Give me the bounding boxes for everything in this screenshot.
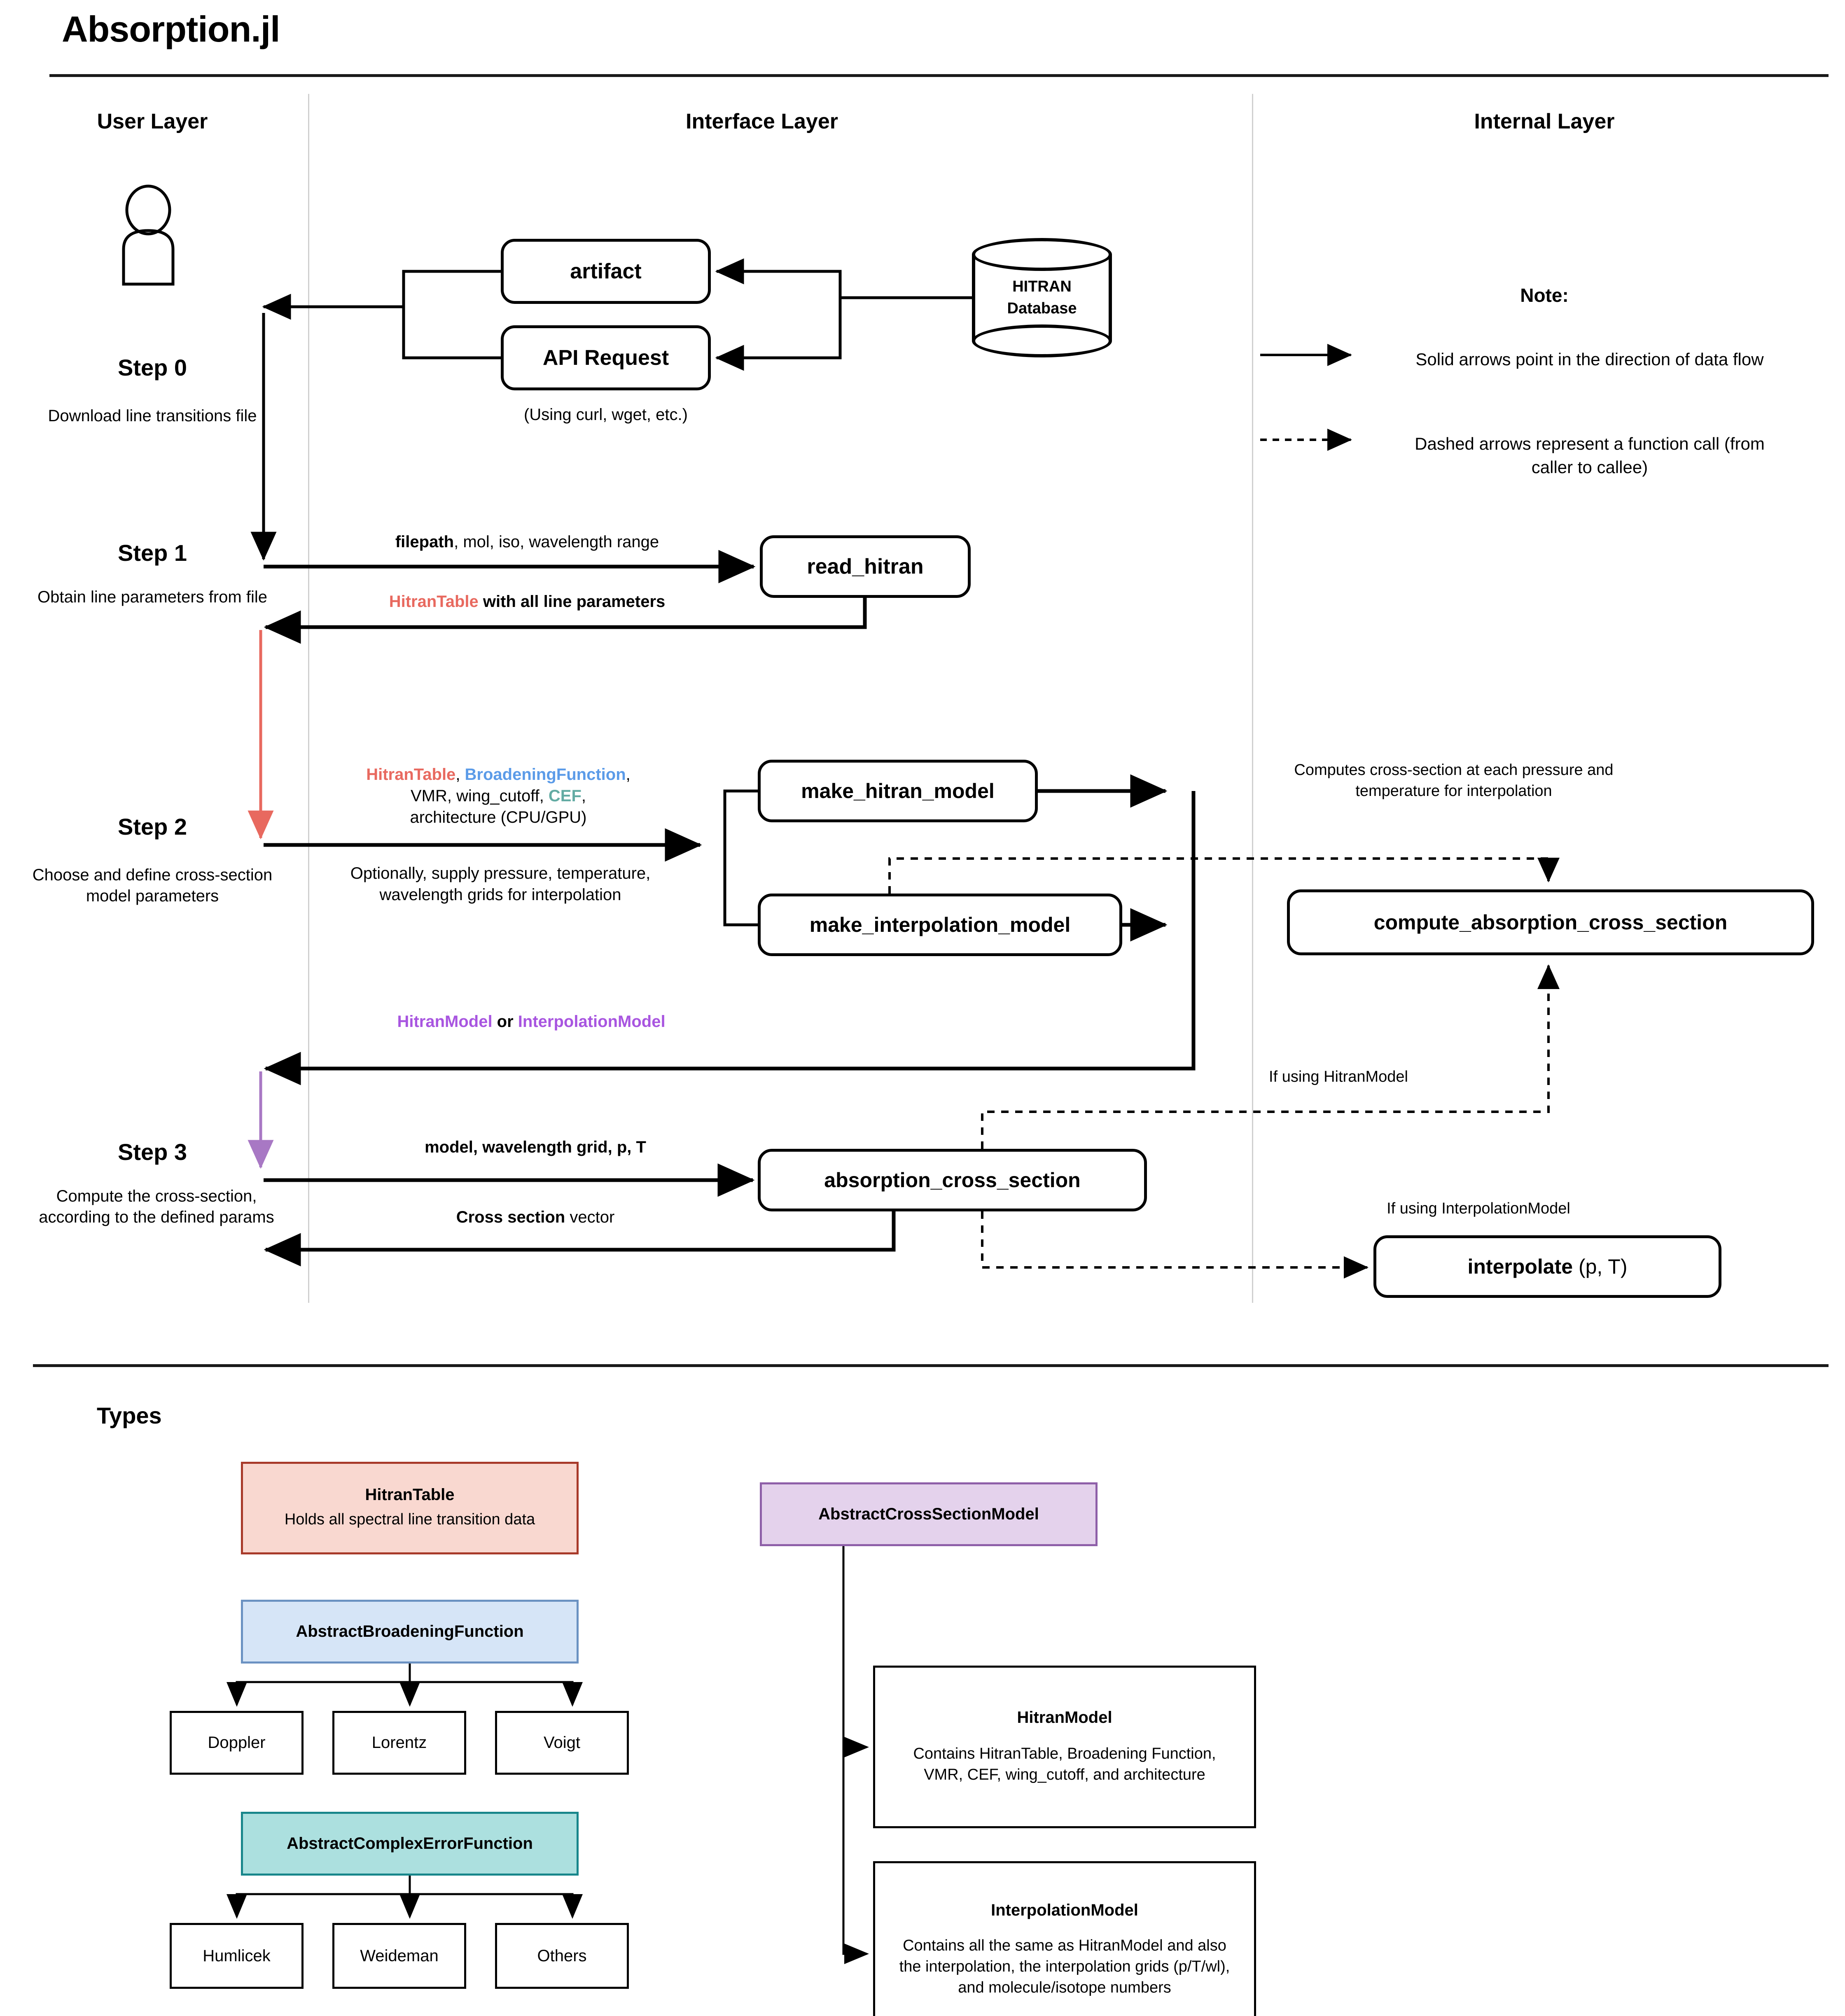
type-leaf-doppler[interactable]: Doppler [170,1711,304,1775]
type-box-hitran-table-title: HitranTable [365,1486,455,1504]
step2-input-vmr: VMR, wing_cutoff, [410,787,549,805]
note-dashed-text: Dashed arrows represent a function call … [1415,434,1765,477]
step-1-description: Obtain line parameters from file [37,588,267,606]
step-0-heading: Step 0 [117,355,187,380]
hitran-database-label-line1: HITRAN [1012,278,1072,295]
step1-output-label: HitranTable with all line parameters [321,591,733,612]
step2-input-line2: VMR, wing_cutoff, CEF, [410,787,586,805]
api-request-box-label: API Request [542,346,669,370]
type-box-hitran-table-desc: Holds all spectral line transition data [284,1511,535,1528]
step2-input-cef: CEF [548,787,582,805]
make-interpolation-model-label: make_interpolation_model [809,913,1071,936]
step2-output-or: or [492,1013,518,1031]
compute-absorption-cross-section-box[interactable]: compute_absorption_cross_section [1287,889,1814,955]
step2-output-interpolationmodel: InterpolationModel [518,1013,666,1031]
type-leaf-lorentz[interactable]: Lorentz [332,1711,466,1775]
step-3-description: Compute the cross-section, according to … [39,1187,274,1227]
type-box-abstract-complex-error-function-title: AbstractComplexErrorFunction [287,1834,533,1853]
column-divider-interface-internal [1252,94,1253,1303]
type-box-interpolation-model-title: InterpolationModel [991,1901,1138,1919]
layer-heading-internal: Internal Layer [1474,110,1615,133]
type-box-interpolation-model-desc: Contains all the same as HitranModel and… [899,1937,1230,1997]
interpolate-box[interactable]: interpolate (p, T) [1373,1235,1721,1298]
interpolate-label: interpolate (p, T) [1467,1255,1627,1279]
layer-heading-user: User Layer [97,110,208,133]
type-leaf-voigt-label: Voigt [544,1734,580,1752]
step3-output-rest: vector [565,1208,615,1226]
type-box-abstract-complex-error-function[interactable]: AbstractComplexErrorFunction [241,1812,579,1876]
step-2-description: Choose and define cross-section model pa… [32,866,273,905]
cylinder-top-ellipse [972,238,1112,271]
step1-input-label: filepath, mol, iso, wavelength range [321,531,733,553]
artifact-box[interactable]: artifact [501,239,711,304]
note-heading: Note: [1520,285,1569,306]
type-box-abstract-cross-section-model-title: AbstractCrossSectionModel [818,1505,1039,1523]
hitran-database-cylinder: HITRAN Database [972,238,1112,357]
using-curl-note: (Using curl, wget, etc.) [524,406,688,424]
cylinder-bottom-ellipse [972,324,1112,357]
types-heading: Types [97,1402,162,1428]
step1-input-label-rest: , mol, iso, wavelength range [454,533,659,551]
type-leaf-weideman-label: Weideman [360,1946,439,1965]
make-hitran-model-box[interactable]: make_hitran_model [758,760,1038,822]
type-leaf-others-label: Others [537,1946,587,1965]
make-hitran-model-label: make_hitran_model [801,779,995,803]
step3-input-label: model, wavelength grid, p, T [425,1138,646,1156]
absorption-cross-section-label: absorption_cross_section [824,1169,1081,1192]
read-hitran-box-label: read_hitran [807,555,924,579]
type-box-abstract-broadening-function-title: AbstractBroadeningFunction [296,1622,524,1640]
step1-output-rest: with all line parameters [478,593,666,611]
step2-input-label: HitranTable, BroadeningFunction, VMR, wi… [342,764,655,828]
step3-output-label: Cross section vector [329,1206,741,1228]
type-leaf-doppler-label: Doppler [208,1734,266,1752]
step2-input-line1: HitranTable, BroadeningFunction, [366,765,631,784]
step2-optional-label: Optionally, supply pressure, temperature… [350,864,651,904]
column-divider-user-interface [308,94,309,1303]
step-2-heading: Step 2 [117,814,187,840]
page-title: Absorption.jl [62,9,280,49]
artifact-box-label: artifact [570,259,642,283]
step3-output-bold: Cross section [456,1208,565,1226]
absorption-cross-section-box[interactable]: absorption_cross_section [758,1149,1147,1211]
make-interpolation-model-box[interactable]: make_interpolation_model [758,894,1122,956]
step-0-description: Download line transitions file [48,407,257,425]
type-leaf-humlicek-label: Humlicek [203,1946,271,1965]
api-request-box[interactable]: API Request [501,325,711,390]
interpolate-label-fn: interpolate [1467,1255,1573,1278]
type-box-abstract-cross-section-model[interactable]: AbstractCrossSectionModel [760,1482,1098,1546]
type-box-hitran-model-desc: Contains HitranTable, Broadening Functio… [913,1745,1216,1783]
note-solid-text: Solid arrows point in the direction of d… [1415,350,1764,369]
types-divider-rule [33,1364,1829,1367]
step-3-heading: Step 3 [117,1139,187,1165]
read-hitran-box[interactable]: read_hitran [760,535,971,598]
if-using-interpolationmodel-label: If using InterpolationModel [1387,1200,1570,1217]
type-box-abstract-broadening-function[interactable]: AbstractBroadeningFunction [241,1600,579,1664]
computes-cross-section-note: Computes cross-section at each pressure … [1294,761,1614,800]
type-box-hitran-model-title: HitranModel [1017,1708,1112,1727]
step1-input-label-bold: filepath [395,533,454,551]
type-leaf-lorentz-label: Lorentz [371,1734,427,1752]
type-box-interpolation-model[interactable]: InterpolationModel Contains all the same… [873,1861,1256,2016]
step2-input-broadening: BroadeningFunction [465,765,626,784]
type-leaf-others[interactable]: Others [495,1923,629,1989]
compute-absorption-cross-section-label: compute_absorption_cross_section [1373,911,1728,934]
step2-output-label: HitranModel or InterpolationModel [325,1011,737,1032]
interpolate-label-args: (p, T) [1573,1255,1628,1278]
if-using-hitranmodel-label: If using HitranModel [1269,1068,1408,1085]
header-divider-rule [49,74,1829,77]
step2-input-hitrantable: HitranTable [366,765,456,784]
step1-output-type: HitranTable [389,593,479,611]
type-box-hitran-model[interactable]: HitranModel Contains HitranTable, Broade… [873,1666,1256,1828]
hitran-database-label-line2: Database [1007,300,1077,317]
step2-input-line3: architecture (CPU/GPU) [410,808,587,826]
type-leaf-humlicek[interactable]: Humlicek [170,1923,304,1989]
type-box-hitran-table[interactable]: HitranTable Holds all spectral line tran… [241,1462,579,1554]
layer-heading-interface: Interface Layer [686,110,838,133]
type-leaf-weideman[interactable]: Weideman [332,1923,466,1989]
step-1-heading: Step 1 [117,540,187,566]
hitran-database-label: HITRAN Database [972,276,1112,320]
step2-output-hitranmodel: HitranModel [397,1013,493,1031]
type-leaf-voigt[interactable]: Voigt [495,1711,629,1775]
